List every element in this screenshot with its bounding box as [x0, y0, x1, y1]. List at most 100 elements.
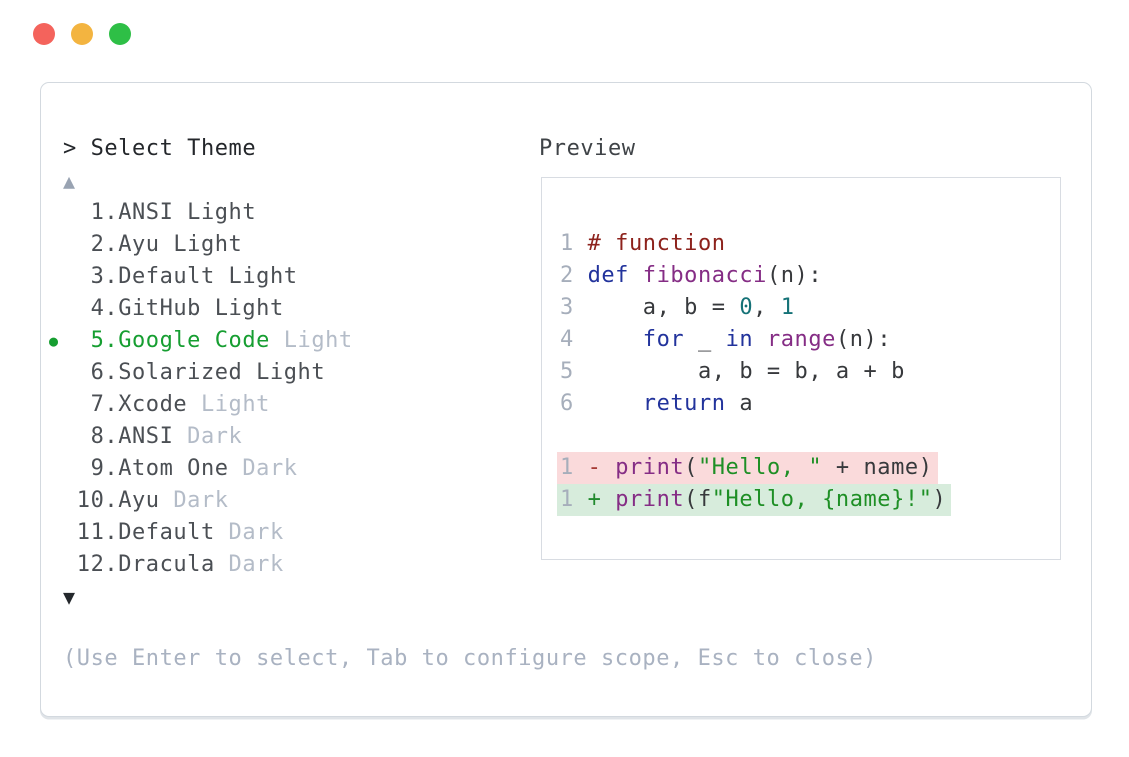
theme-item-ayu-light[interactable]: 2.Ayu Light	[63, 229, 503, 261]
scroll-up-icon[interactable]: ▲	[63, 169, 76, 193]
theme-item-default-light[interactable]: 3.Default Light	[63, 261, 503, 293]
token-string: "Hello, "	[697, 455, 823, 480]
token-keyword: for	[642, 327, 685, 352]
theme-item-solarized-light[interactable]: 6.Solarized Light	[63, 357, 503, 389]
token-number: 0	[739, 295, 754, 320]
token-string: "Hello, {name}!"	[711, 487, 933, 512]
token-plain: ,	[753, 295, 781, 320]
theme-item-number: 5.	[63, 328, 119, 353]
theme-item-variant: Light	[173, 200, 257, 225]
code-text: 1 # function	[560, 228, 726, 260]
line-number: 1	[560, 487, 588, 512]
token-plain: a, b =	[587, 295, 740, 320]
diff-plus-sign: +	[587, 487, 616, 512]
diff-highlight: 1 - print("Hello, " + name)	[557, 452, 938, 484]
code-text: 3 a, b = 0, 1	[560, 292, 795, 324]
line-number: 5	[560, 359, 588, 384]
theme-item-name: Ayu	[118, 488, 160, 513]
token-number: 1	[780, 295, 795, 320]
token-plain: + name)	[822, 455, 933, 480]
preview-label: Preview	[539, 136, 636, 161]
theme-item-number: 6.	[63, 360, 119, 385]
line-number: 6	[560, 391, 588, 416]
theme-item-name: ANSI	[118, 424, 174, 449]
picker-prompt: > Select Theme	[63, 133, 256, 165]
token-plain: (n):	[766, 263, 823, 288]
theme-item-name: Dracula	[118, 552, 215, 577]
minimize-button-icon[interactable]	[71, 23, 93, 45]
code-line: 1 # function	[560, 228, 951, 260]
theme-item-name: ANSI	[118, 200, 174, 225]
theme-item-name: Xcode	[118, 392, 188, 417]
code-line: 2 def fibonacci(n):	[560, 260, 951, 292]
theme-item-name: Ayu	[118, 232, 160, 257]
token-keyword: def	[587, 263, 629, 288]
theme-item-number: 10.	[63, 488, 119, 513]
theme-item-atom-one-dark[interactable]: 9.Atom One Dark	[63, 453, 503, 485]
code-text: 2 def fibonacci(n):	[560, 260, 822, 292]
theme-item-number: 1.	[63, 200, 119, 225]
token-plain: a	[725, 391, 754, 416]
theme-item-ansi-light[interactable]: 1.ANSI Light	[63, 197, 503, 229]
traffic-lights	[33, 23, 131, 45]
theme-item-google-code-light[interactable]: ● 5.Google Code Light	[49, 325, 503, 357]
theme-picker-panel: > Select Theme Preview ▲ 1.ANSI Light 2.…	[40, 82, 1092, 717]
theme-item-ansi-dark[interactable]: 8.ANSI Dark	[63, 421, 503, 453]
theme-item-xcode-light[interactable]: 7.Xcode Light	[63, 389, 503, 421]
diff-line-removed: 1 - print("Hello, " + name)	[557, 452, 951, 484]
diff-line-added: 1 + print(f"Hello, {name}!")	[557, 484, 952, 516]
token-plain: (n):	[835, 327, 892, 352]
token-plain	[588, 391, 643, 416]
token-func: fibonacci	[642, 263, 767, 288]
theme-item-number: 8.	[63, 424, 119, 449]
theme-item-variant: Dark	[173, 424, 243, 449]
selected-bullet-icon: ●	[49, 332, 59, 350]
line-number: 3	[560, 295, 588, 320]
theme-item-variant: Light	[269, 328, 353, 353]
diff-minus-sign: -	[587, 455, 616, 480]
scroll-down-icon[interactable]: ▼	[63, 585, 76, 609]
theme-item-variant: Light	[187, 392, 270, 417]
token-plain: )	[932, 487, 947, 512]
code-line: 6 return a	[560, 388, 951, 420]
code-blank-line	[560, 420, 951, 452]
theme-item-default-dark[interactable]: 11.Default Dark	[63, 517, 503, 549]
theme-item-variant: Light	[159, 232, 243, 257]
theme-item-name: Google Code	[118, 328, 270, 353]
theme-item-ayu-dark[interactable]: 10.Ayu Dark	[63, 485, 503, 517]
theme-item-number: 12.	[63, 552, 119, 577]
theme-item-variant: Dark	[159, 488, 229, 513]
code-line: 3 a, b = 0, 1	[560, 292, 951, 324]
line-number: 2	[560, 263, 588, 288]
token-plain: (f	[684, 487, 712, 512]
theme-item-variant: Dark	[214, 552, 284, 577]
theme-item-dracula-dark[interactable]: 12.Dracula Dark	[63, 549, 503, 581]
line-number: 1	[560, 231, 588, 256]
theme-item-number: 7.	[63, 392, 119, 417]
theme-item-github-light[interactable]: 4.GitHub Light	[63, 293, 503, 325]
theme-item-name: Atom One	[118, 456, 229, 481]
code-text: 5 a, b = b, a + b	[560, 356, 905, 388]
token-keyword: return	[642, 391, 726, 416]
theme-item-number: 9.	[63, 456, 119, 481]
zoom-button-icon[interactable]	[109, 23, 131, 45]
picker-title: Select Theme	[90, 136, 257, 161]
theme-item-variant: Light	[214, 264, 298, 289]
theme-item-variant: Dark	[214, 520, 284, 545]
code-line: 4 for _ in range(n):	[560, 324, 951, 356]
code-text: 4 for _ in range(n):	[560, 324, 891, 356]
token-plain	[629, 263, 643, 288]
theme-item-name: Default	[118, 520, 215, 545]
theme-item-variant: Dark	[228, 456, 298, 481]
theme-item-variant: Light	[200, 296, 284, 321]
theme-item-number: 4.	[63, 296, 119, 321]
line-number: 1	[560, 455, 588, 480]
token-plain	[588, 327, 643, 352]
theme-item-name: Solarized	[118, 360, 243, 385]
close-button-icon[interactable]	[33, 23, 55, 45]
token-comment: # function	[587, 231, 726, 256]
token-plain: _	[684, 327, 726, 352]
